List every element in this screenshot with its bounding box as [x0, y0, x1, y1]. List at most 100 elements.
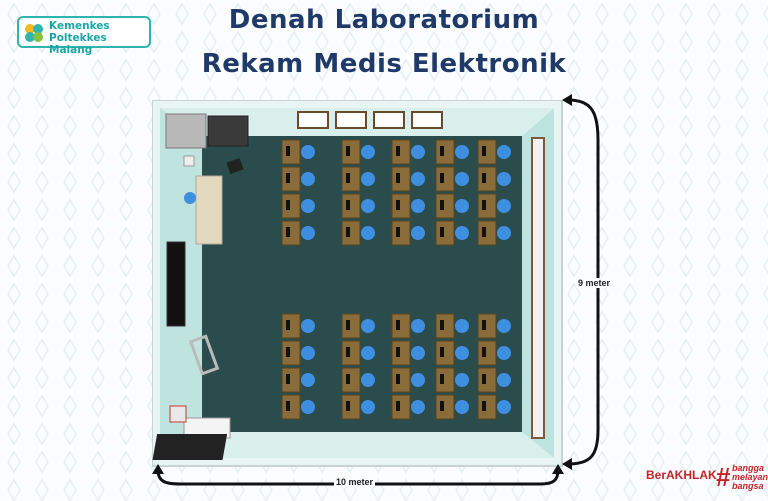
- chair: [361, 319, 375, 333]
- monitor: [482, 173, 486, 183]
- chair: [361, 145, 375, 159]
- monitor: [396, 173, 400, 183]
- chair: [361, 373, 375, 387]
- monitor: [346, 320, 350, 330]
- chair: [301, 346, 315, 360]
- tagline-1: bangga: [732, 463, 765, 473]
- small-cabinet: [169, 405, 187, 423]
- monitor: [396, 146, 400, 156]
- chair: [497, 373, 511, 387]
- kemenkes-icon: [25, 24, 43, 42]
- chair: [301, 400, 315, 414]
- chair: [301, 319, 315, 333]
- chair: [301, 373, 315, 387]
- chair: [301, 145, 315, 159]
- chair: [497, 400, 511, 414]
- monitor: [346, 200, 350, 210]
- logo-line1: Kemenkes: [49, 20, 110, 32]
- monitor: [482, 320, 486, 330]
- monitor: [440, 347, 444, 357]
- berakhlak-logo: BerAKHLAK # bangga melayani bangsa: [646, 462, 768, 492]
- chair: [361, 346, 375, 360]
- monitor: [440, 401, 444, 411]
- front-chair: [184, 192, 196, 204]
- monitor: [286, 401, 290, 411]
- chair: [301, 172, 315, 186]
- chair: [411, 226, 425, 240]
- monitor: [396, 401, 400, 411]
- monitor: [440, 173, 444, 183]
- monitor: [286, 320, 290, 330]
- door-mat: [152, 434, 228, 460]
- chair: [497, 346, 511, 360]
- chair: [361, 199, 375, 213]
- printer: [183, 155, 195, 167]
- height-label: 9 meter: [576, 278, 613, 288]
- front-desk: [195, 175, 223, 245]
- chair: [301, 199, 315, 213]
- width-label: 10 meter: [334, 477, 376, 487]
- tagline-3: bangsa: [732, 481, 764, 491]
- monitor: [346, 374, 350, 384]
- chair: [455, 145, 469, 159]
- monitor: [482, 347, 486, 357]
- tagline-2: melayani: [732, 472, 768, 482]
- chair: [455, 346, 469, 360]
- chair: [411, 199, 425, 213]
- chair: [361, 226, 375, 240]
- monitor: [482, 200, 486, 210]
- page-title-line1: Denah Laboratorium: [228, 5, 540, 35]
- height-arrow: [567, 98, 600, 466]
- chair: [497, 145, 511, 159]
- monitor: [482, 146, 486, 156]
- bottom-wall: [160, 432, 554, 458]
- floor-plan: [152, 100, 563, 467]
- monitor: [346, 146, 350, 156]
- bench: [188, 334, 220, 376]
- chair: [411, 319, 425, 333]
- chair: [455, 226, 469, 240]
- chair: [411, 145, 425, 159]
- monitor: [482, 374, 486, 384]
- monitor: [440, 146, 444, 156]
- chair: [455, 172, 469, 186]
- monitor: [396, 227, 400, 237]
- monitor: [286, 146, 290, 156]
- monitor: [482, 227, 486, 237]
- hash-icon: #: [716, 462, 731, 492]
- monitor: [396, 374, 400, 384]
- monitor: [286, 374, 290, 384]
- dark-bin: [226, 157, 244, 175]
- berakhlak-text: BerAKHLAK: [646, 468, 717, 482]
- chair: [455, 319, 469, 333]
- chair: [455, 199, 469, 213]
- monitor: [286, 227, 290, 237]
- monitor: [396, 320, 400, 330]
- monitor: [346, 347, 350, 357]
- page-title-line2: Rekam Medis Elektronik: [201, 49, 567, 79]
- chair: [301, 226, 315, 240]
- chair: [497, 172, 511, 186]
- chair: [361, 400, 375, 414]
- chair: [411, 400, 425, 414]
- monitor: [440, 227, 444, 237]
- monitor: [396, 200, 400, 210]
- cabinet-grey: [165, 113, 207, 149]
- chair: [361, 172, 375, 186]
- monitor: [346, 227, 350, 237]
- monitor: [286, 200, 290, 210]
- monitor: [440, 320, 444, 330]
- monitor: [346, 401, 350, 411]
- whiteboard: [531, 137, 545, 439]
- kemenkes-logo: Kemenkes Poltekkes Malang: [17, 16, 151, 56]
- chair: [497, 226, 511, 240]
- monitor: [440, 374, 444, 384]
- chair: [455, 373, 469, 387]
- chair: [455, 400, 469, 414]
- monitor: [286, 173, 290, 183]
- cabinet-dark: [207, 115, 249, 147]
- windows: [297, 111, 443, 129]
- chair: [411, 346, 425, 360]
- tv-screen: [166, 241, 186, 327]
